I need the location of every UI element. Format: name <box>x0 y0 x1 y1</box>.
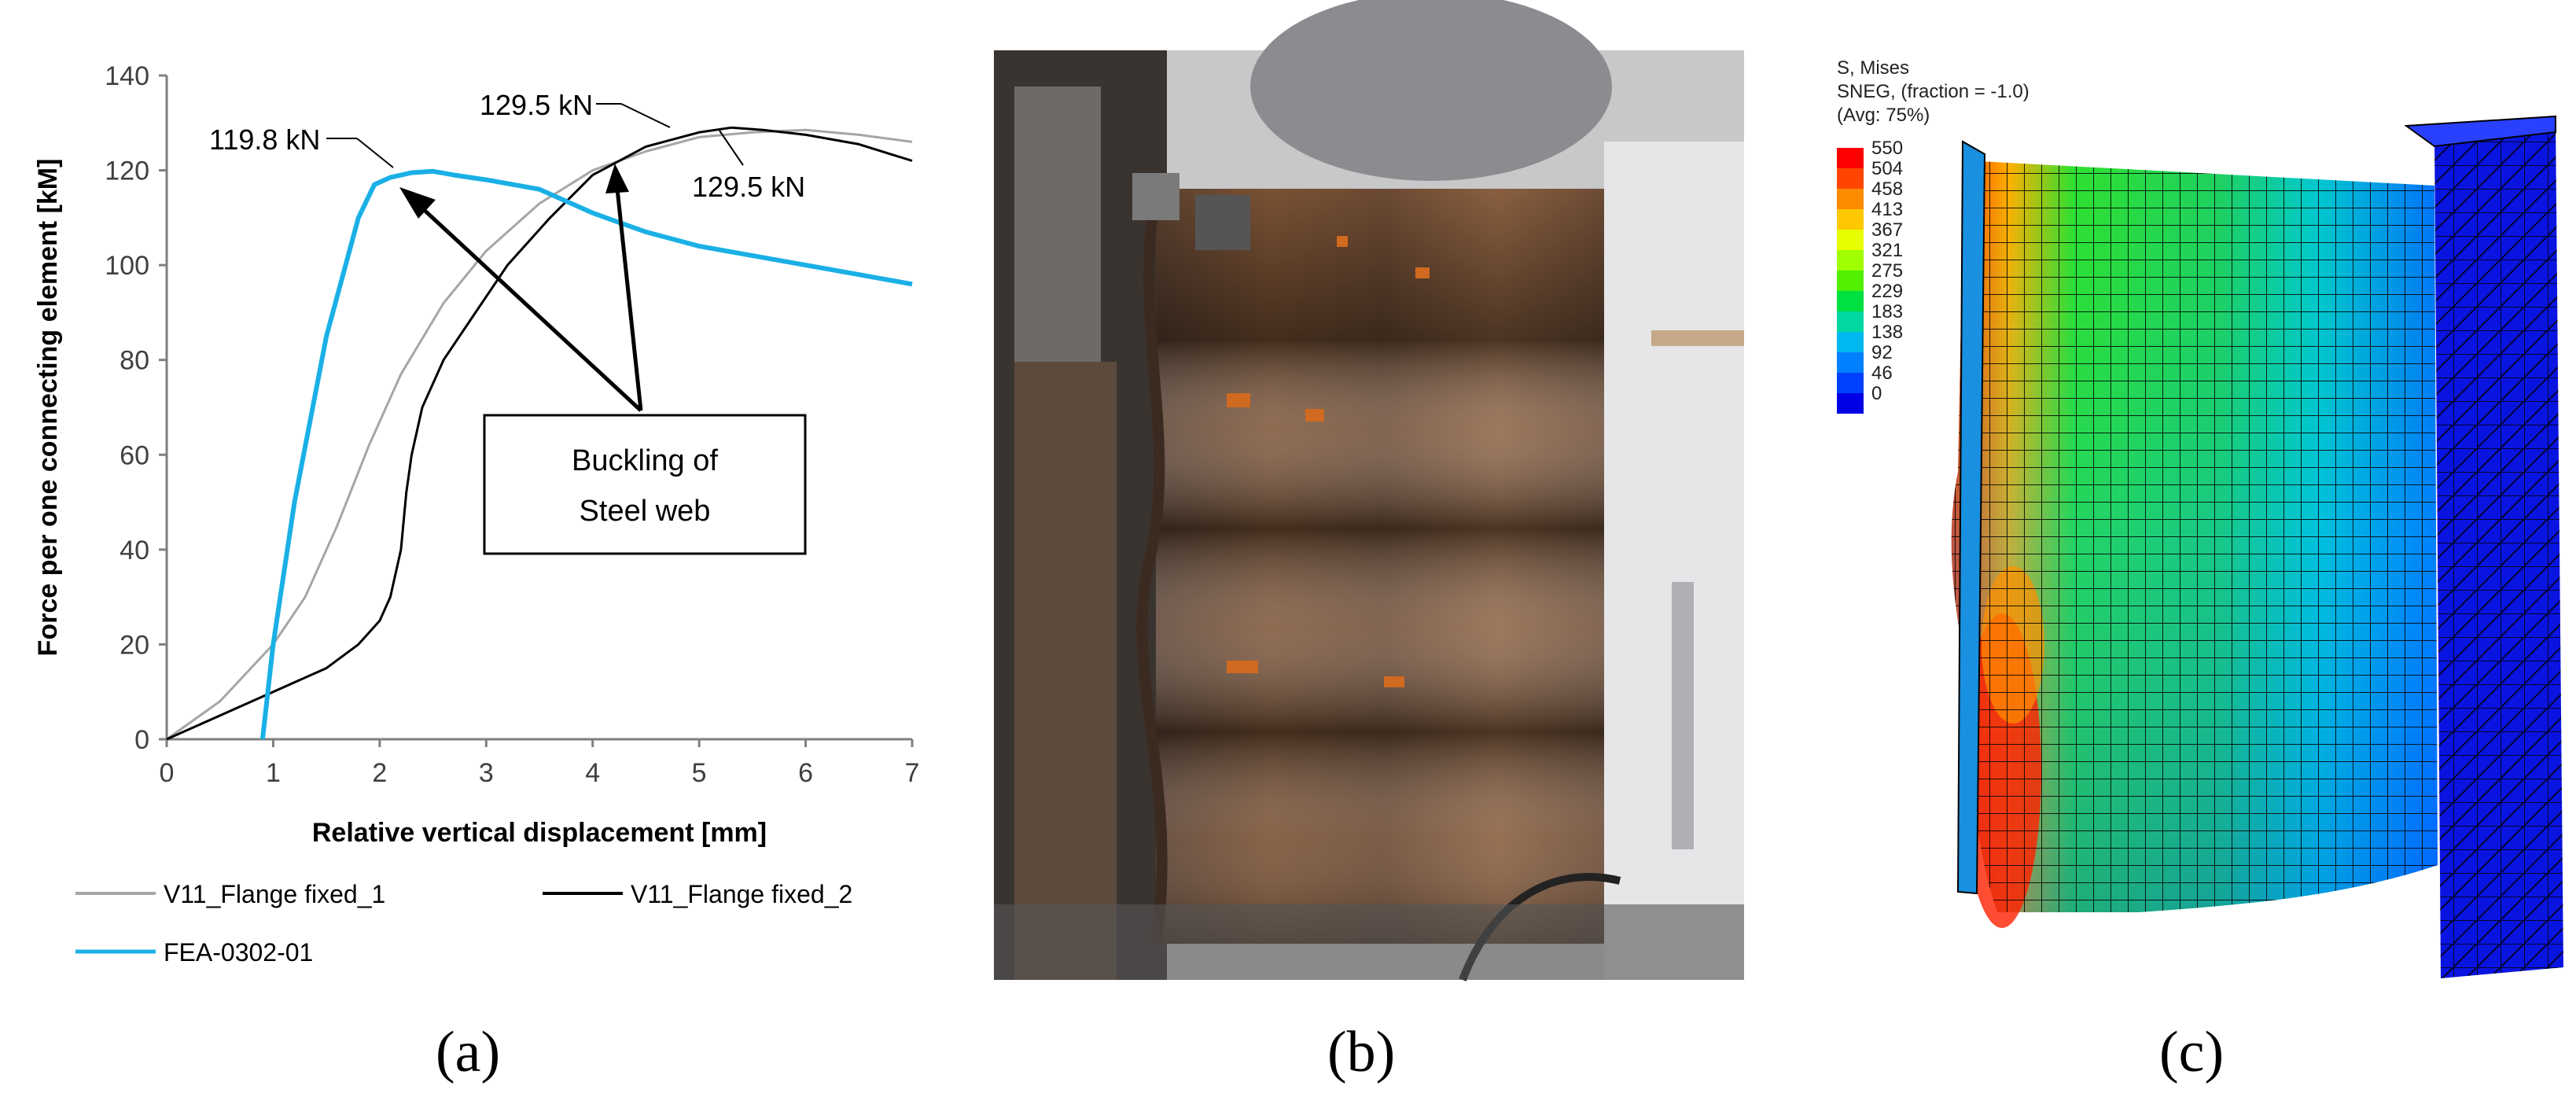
y-tick-label: 40 <box>120 536 149 565</box>
contour-legend-value: 504 <box>1871 158 1903 179</box>
concrete-block <box>1604 142 1744 980</box>
contour-legend-value: 413 <box>1871 199 1903 220</box>
contour-legend-value: 92 <box>1871 342 1893 363</box>
web-edge-buckled <box>1136 187 1168 945</box>
test-photo <box>994 0 1744 981</box>
y-tick-label: 80 <box>120 346 149 376</box>
contour-legend-value: 138 <box>1871 322 1903 343</box>
annotation-peak-fea: 119.8 kN <box>209 123 320 156</box>
y-tick-label: 20 <box>120 630 149 660</box>
contour-title-2: SNEG, (fraction = -1.0) <box>1837 81 2030 102</box>
annotation-peak-fea-leader-2 <box>356 138 394 168</box>
contour-legend-swatch <box>1837 168 1864 189</box>
panel-label-a: (a) <box>436 1020 501 1084</box>
legend-label-series-2: V11_Flange fixed_2 <box>631 880 852 908</box>
panel-label-c: (c) <box>2159 1020 2225 1084</box>
contour-legend-value: 367 <box>1871 219 1903 241</box>
contour-title-3: (Avg: 75%) <box>1837 105 1930 126</box>
load-plate <box>1250 0 1612 181</box>
callout-box <box>483 414 807 555</box>
y-tick-label: 0 <box>134 725 149 755</box>
contour-legend-value: 458 <box>1871 179 1903 200</box>
y-tick-label: 100 <box>105 251 149 281</box>
contour-legend-swatch <box>1837 393 1864 414</box>
lvdt-rod <box>1672 582 1694 849</box>
contour-legend-value: 0 <box>1871 383 1882 404</box>
series-line-3 <box>259 168 913 740</box>
callout-line-1: Buckling of <box>572 444 718 477</box>
panel-label-b: (b) <box>1327 1020 1396 1084</box>
series-line-2 <box>166 126 913 741</box>
x-tick-marks <box>165 739 914 747</box>
y-axis-label: Force per one connecting element [kM] <box>33 159 63 657</box>
contour-legend-value: 321 <box>1871 240 1903 261</box>
annotation-peak-test-upper-leader-2 <box>620 103 671 128</box>
annotation-peak-test-lower: 129.5 kN <box>692 171 805 203</box>
contour-legend-value: 550 <box>1871 138 1903 159</box>
callout-arrow-right <box>615 188 643 411</box>
x-axis-label: Relative vertical displacement [mm] <box>312 818 767 848</box>
chart-a: 0 20 40 60 80 100 120 140 0 1 2 3 4 5 6 7 Force per on… <box>33 61 919 967</box>
callout-arrow-left <box>418 204 642 412</box>
contour-legend-value: 229 <box>1871 281 1903 302</box>
contour-legend-swatch <box>1837 311 1864 332</box>
y-tick-marks <box>159 74 167 741</box>
steel-flange-left <box>1014 87 1101 362</box>
legend-label-series-1: V11_Flange fixed_1 <box>164 880 385 908</box>
x-tick-labels: 0 1 2 3 4 5 6 7 <box>160 758 920 788</box>
contour-legend-swatch <box>1837 209 1864 230</box>
contour-legend-swatch <box>1837 189 1864 209</box>
contour-legend-swatch <box>1837 373 1864 393</box>
x-tick-label: 6 <box>798 758 813 788</box>
x-tick-label: 0 <box>160 758 175 788</box>
contour-legend-swatch <box>1837 291 1864 311</box>
callout-line-2: Steel web <box>580 495 711 528</box>
annotation-peak-test-lower-leader <box>719 130 744 166</box>
legend-label-series-3: FEA-0302-01 <box>164 938 313 967</box>
callout-arrowhead-right <box>605 164 629 193</box>
chart-series <box>166 126 913 741</box>
fea-contour: S, Mises SNEG, (fraction = -1.0) (Avg: 7… <box>1837 57 2563 978</box>
x-tick-label: 4 <box>585 758 600 788</box>
y-tick-label: 60 <box>120 440 149 470</box>
x-tick-label: 2 <box>372 758 387 788</box>
x-tick-label: 5 <box>692 758 707 788</box>
contour-legend-value: 275 <box>1871 260 1903 282</box>
legend: V11_Flange fixed_1 V11_Flange fixed_2 FE… <box>75 880 852 967</box>
contour-legend-swatch <box>1837 148 1864 168</box>
x-tick-label: 1 <box>266 758 281 788</box>
callout-arrowhead-left <box>399 187 436 219</box>
x-tick-label: 7 <box>905 758 920 788</box>
fea-flange-left <box>1956 140 1986 895</box>
annotation-peak-test-upper: 129.5 kN <box>480 89 593 121</box>
y-tick-label: 140 <box>105 61 149 91</box>
y-tick-labels: 0 20 40 60 80 100 120 140 <box>105 61 149 755</box>
contour-legend-value: 183 <box>1871 301 1903 322</box>
contour-title-1: S, Mises <box>1837 57 1909 79</box>
contour-legend-swatch <box>1837 230 1864 250</box>
contour-legend-swatch <box>1837 271 1864 291</box>
contour-legend-swatch <box>1837 332 1864 352</box>
contour-legend-swatch <box>1837 352 1864 373</box>
contour-legend-swatch <box>1837 250 1864 271</box>
x-tick-label: 3 <box>479 758 494 788</box>
y-tick-label: 120 <box>105 156 149 186</box>
contour-legend-value: 46 <box>1871 363 1893 384</box>
